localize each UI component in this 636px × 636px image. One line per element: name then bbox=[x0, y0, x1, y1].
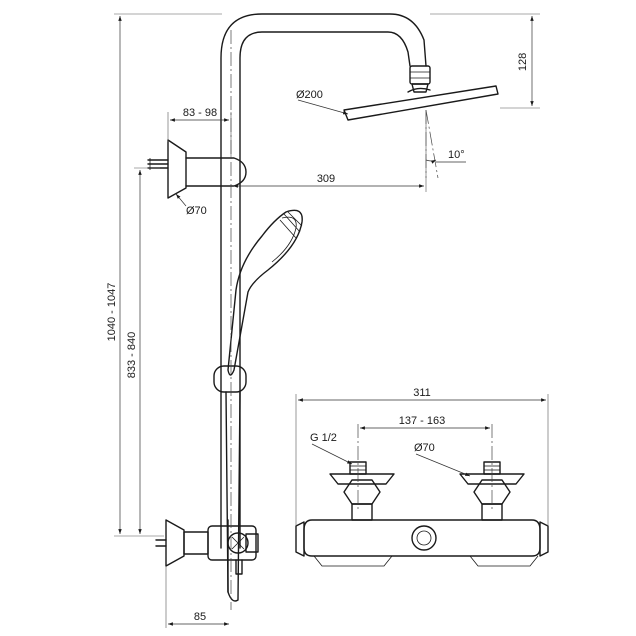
overhead-shower-head bbox=[343, 85, 499, 121]
dimension-head-reach: 309 bbox=[230, 30, 427, 610]
dimension-bracket-offset: 83 - 98 bbox=[167, 107, 232, 158]
dimension-inlet-centres: 137 - 163 bbox=[357, 415, 493, 512]
dimension-tilt-angle: 10° bbox=[425, 109, 466, 179]
label-bracket-height: 833 - 840 bbox=[126, 332, 138, 378]
wall-mixer-side bbox=[155, 519, 259, 575]
slide-holder bbox=[213, 365, 247, 393]
dimension-head-height: 128 bbox=[430, 13, 540, 109]
mixer-front-view bbox=[295, 461, 549, 567]
label-head-diameter: Ø200 bbox=[296, 89, 323, 101]
dimension-overall-height: 1040 - 1047 bbox=[106, 13, 222, 537]
label-inlet-thread: G 1/2 bbox=[310, 432, 337, 444]
shower-column bbox=[220, 13, 431, 549]
dimension-mixer-width: 311 bbox=[295, 387, 549, 526]
label-overall-height: 1040 - 1047 bbox=[106, 283, 118, 342]
dimension-mixer-depth: 85 bbox=[165, 566, 229, 628]
dimension-head-diameter: Ø200 bbox=[296, 89, 349, 115]
dimension-bracket-diameter: Ø70 bbox=[175, 193, 207, 217]
hand-shower bbox=[227, 209, 303, 376]
label-inlet-centres: 137 - 163 bbox=[399, 415, 445, 427]
label-mixer-depth: 85 bbox=[194, 611, 206, 623]
label-bracket-diameter: Ø70 bbox=[186, 205, 207, 217]
label-tilt-angle: 10° bbox=[448, 149, 465, 161]
label-flange-diameter: Ø70 bbox=[414, 442, 435, 454]
dimension-flange-diameter: Ø70 bbox=[414, 442, 471, 477]
hose bbox=[225, 391, 241, 602]
dimension-inlet-thread: G 1/2 bbox=[310, 432, 353, 465]
label-head-reach: 309 bbox=[317, 173, 335, 185]
label-bracket-offset: 83 - 98 bbox=[183, 107, 217, 119]
label-head-height: 128 bbox=[517, 53, 529, 71]
dimension-bracket-height: 833 - 840 bbox=[126, 167, 160, 534]
label-mixer-width: 311 bbox=[413, 387, 431, 399]
